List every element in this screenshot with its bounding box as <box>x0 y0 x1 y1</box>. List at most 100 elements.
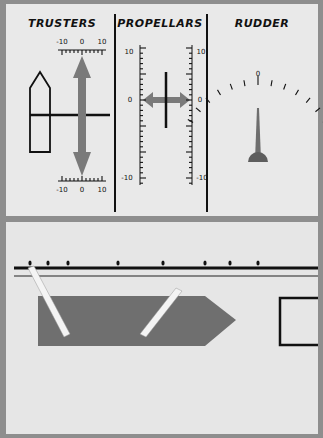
scale-number: -10 <box>56 39 67 46</box>
scale-tick <box>186 47 192 48</box>
scale-tick <box>189 157 192 158</box>
mooring-line <box>140 288 182 337</box>
scale-tick <box>101 176 102 181</box>
scale-number: 0 <box>128 97 132 104</box>
scale-tick <box>140 94 143 95</box>
scale-tick <box>89 50 90 53</box>
scale-tick <box>188 120 193 123</box>
panel-heading: PROPELLARS <box>117 18 202 29</box>
scale-tick <box>189 94 192 95</box>
scale-number: 10 <box>197 49 206 56</box>
thruster-bar <box>30 114 110 117</box>
scale-tick <box>97 50 98 53</box>
scale-tick <box>140 183 143 184</box>
paper-sheet <box>6 4 318 216</box>
scale-tick <box>189 110 192 111</box>
scale-number: 0 <box>80 187 84 194</box>
scale-tick <box>218 90 221 95</box>
scale-tick <box>140 84 143 85</box>
propeller-bar <box>165 72 168 128</box>
scale-tick <box>189 63 192 64</box>
scale-line <box>140 45 141 185</box>
scale-tick <box>85 50 86 53</box>
scale-tick <box>85 178 86 181</box>
scale-tick <box>189 68 192 69</box>
scale-tick <box>189 53 192 54</box>
bollard <box>116 260 119 265</box>
scale-tick <box>140 115 143 116</box>
scale-tick <box>140 167 143 168</box>
scale-tick <box>140 131 143 132</box>
scale-number: 0 <box>80 39 84 46</box>
scale-number: -10 <box>56 187 67 194</box>
scale-tick <box>140 89 143 90</box>
scale-tick <box>189 105 192 106</box>
bollard <box>161 260 164 265</box>
dock-line <box>14 267 318 270</box>
scale-number: -10 <box>196 175 207 182</box>
dock-line <box>14 276 318 277</box>
scale-tick <box>140 162 143 163</box>
scale-tick <box>189 136 192 137</box>
scale-tick <box>93 178 94 181</box>
mooring-line <box>28 266 70 337</box>
scale-tick <box>189 131 192 132</box>
panel-heading: RUDDER <box>235 18 290 29</box>
scale-tick <box>69 178 70 181</box>
scale-tick <box>140 79 143 80</box>
scale-number: 0 <box>256 71 260 78</box>
paper-sheet <box>6 222 318 434</box>
scale-tick <box>140 58 143 59</box>
scale-tick <box>189 115 192 116</box>
scale-number: 10 <box>98 187 107 194</box>
scale-line <box>192 45 193 185</box>
berth-bracket <box>280 298 318 345</box>
scale-number: 10 <box>98 39 107 46</box>
panel-heading: TRUSTERS <box>28 18 96 29</box>
scale-tick <box>61 50 62 55</box>
scale-tick <box>189 89 192 90</box>
rudder-hub <box>248 152 268 162</box>
scale-tick <box>77 178 78 181</box>
scale-tick <box>189 141 192 142</box>
scale-tick <box>69 50 70 53</box>
scale-tick <box>186 151 192 152</box>
bollard <box>28 260 31 265</box>
scale-tick <box>81 50 82 55</box>
scale-tick <box>65 50 66 53</box>
scale-tick <box>271 80 272 86</box>
scale-number: -10 <box>121 175 132 182</box>
bollard <box>256 260 259 265</box>
scale-tick <box>140 99 146 100</box>
scale-tick <box>101 50 102 55</box>
scale-tick <box>140 105 143 106</box>
scale-tick <box>73 50 74 53</box>
bollard <box>66 260 69 265</box>
scale-tick <box>244 80 245 86</box>
scale-tick <box>296 90 299 95</box>
scale-tick <box>97 178 98 181</box>
scale-tick <box>189 183 192 184</box>
bollard <box>46 260 49 265</box>
scale-tick <box>89 178 90 181</box>
scale-number: 10 <box>125 49 134 56</box>
bollard <box>203 260 206 265</box>
scale-tick <box>140 157 143 158</box>
scale-tick <box>140 47 146 48</box>
thruster-indicator <box>73 56 91 176</box>
scale-tick <box>230 84 232 90</box>
scale-tick <box>315 108 320 112</box>
scale-tick <box>306 98 310 103</box>
scale-tick <box>140 73 146 74</box>
scale-tick <box>140 120 143 121</box>
divider-line <box>114 14 116 212</box>
scale-tick <box>189 167 192 168</box>
scale-tick <box>186 99 192 100</box>
scale-tick <box>189 162 192 163</box>
boat-outline <box>30 72 50 152</box>
scale-tick <box>140 125 146 126</box>
scale-tick <box>73 178 74 181</box>
scale-tick <box>189 146 192 147</box>
